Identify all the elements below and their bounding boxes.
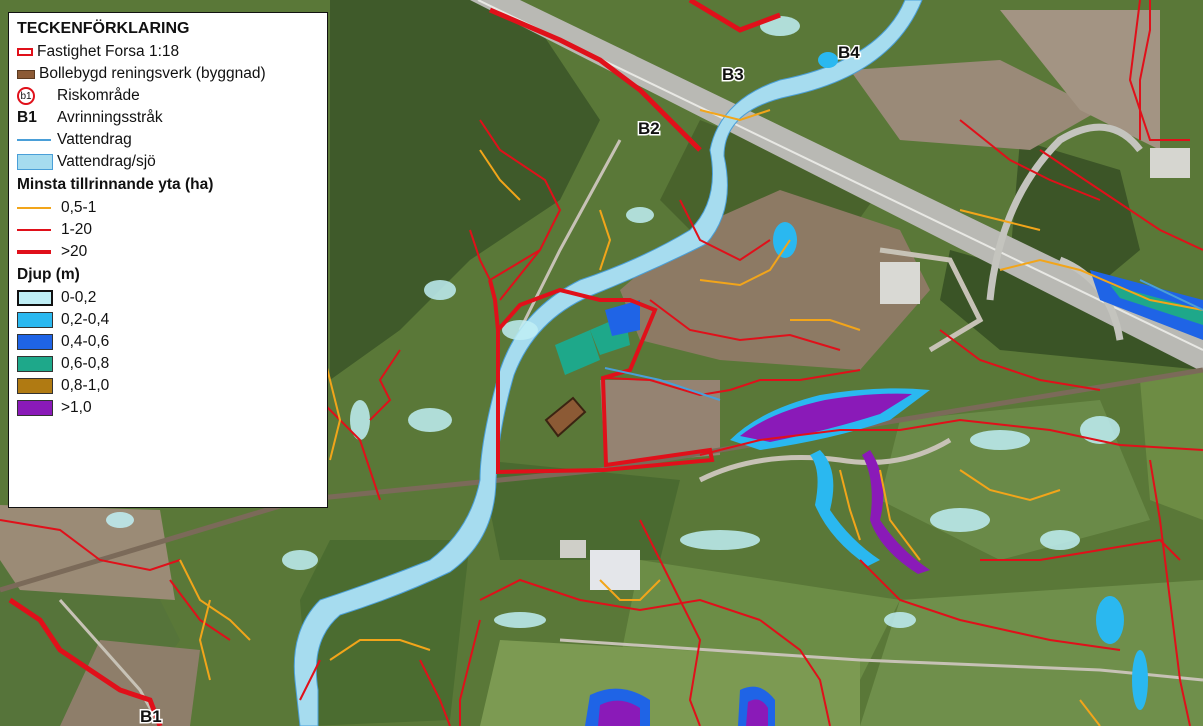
legend-item-water-area: Vattendrag/sjö <box>17 151 327 173</box>
forest-area <box>330 0 600 380</box>
motorway <box>470 0 1203 372</box>
drainage-label-b3: B3 <box>722 65 744 84</box>
depth-area-0.4-0.6 <box>605 300 640 336</box>
road <box>698 437 952 483</box>
orange-line-icon <box>17 207 51 209</box>
red-thick-line-icon <box>17 250 51 254</box>
field-area <box>1000 10 1160 150</box>
property-outline-icon <box>17 48 33 56</box>
treatment-plant-building <box>544 396 587 438</box>
road <box>559 638 1203 682</box>
forest-area <box>300 540 470 726</box>
watercourse-line <box>604 279 1203 401</box>
drainage-label-b2: B2 <box>638 119 660 138</box>
legend-item-label: >20 <box>61 243 88 260</box>
legend-item-label: Vattendrag <box>57 131 132 148</box>
legend-item-label: Vattendrag/sjö <box>57 153 156 170</box>
depth-area-0.2-0.4 <box>773 222 797 258</box>
water-area-icon <box>17 154 53 170</box>
legend-item-depth: 0,2-0,4 <box>17 309 327 331</box>
depth-area-over-1.0 <box>746 699 768 726</box>
forest-area <box>480 460 680 560</box>
legend-item-area-0.5-1: 0,5-1 <box>17 197 327 219</box>
road <box>518 139 622 331</box>
property-boundary-forsa-1-18 <box>488 279 500 331</box>
depth-area-over-1.0 <box>598 700 640 726</box>
field-area <box>850 60 1100 150</box>
legend-title: TECKENFÖRKLARING <box>17 20 190 37</box>
building <box>1150 148 1190 178</box>
depth-swatch-icon <box>17 334 53 350</box>
legend-item-label: 0,8-1,0 <box>61 377 110 394</box>
legend-item-label: >1,0 <box>61 399 92 416</box>
legend-item-area-over-20: >20 <box>17 241 327 263</box>
legend-item-property: Fastighet Forsa 1:18 <box>17 41 327 63</box>
river <box>293 0 923 726</box>
legend-item-depth: 0-0,2 <box>17 287 327 309</box>
depth-area-0.2-0.4 <box>1132 650 1148 710</box>
legend-item-label: 0,6-0,8 <box>61 355 110 372</box>
legend-item-label: 1-20 <box>61 221 93 238</box>
property-boundary-forsa-1-18 <box>496 287 715 475</box>
field-area <box>860 580 1203 726</box>
legend-panel: TECKENFÖRKLARING Fastighet Forsa 1:18 Bo… <box>8 12 328 508</box>
legend-item-drainage: B1 Avrinningsstråk <box>17 107 327 129</box>
drainage-path-0.5-1ha <box>179 109 1203 726</box>
legend-item-area-1-20: 1-20 <box>17 219 327 241</box>
building <box>590 550 640 590</box>
legend-item-label: 0,2-0,4 <box>61 311 110 328</box>
legend-item-label: Fastighet Forsa 1:18 <box>37 43 180 60</box>
depth-area-0.2-0.4 <box>1096 596 1124 644</box>
forest-area <box>940 250 1203 370</box>
building-icon <box>17 69 35 79</box>
depth-swatch-icon <box>17 356 53 372</box>
drainage-path-over-20ha <box>8 0 781 726</box>
depth-area-over-1.0 <box>740 393 912 442</box>
legend-item-depth: 0,6-0,8 <box>17 353 327 375</box>
legend-item-depth: 0,4-0,6 <box>17 331 327 353</box>
depth-area-0.2-0.4 <box>810 450 880 566</box>
building <box>560 540 586 558</box>
legend-item-label: 0,5-1 <box>61 199 97 216</box>
legend-item-label: 0-0,2 <box>61 289 97 306</box>
legend-item-depth: 0,8-1,0 <box>17 375 327 397</box>
depth-swatch-icon <box>17 378 53 394</box>
field-area <box>60 640 200 726</box>
drainage-label-b4: B4 <box>838 43 860 62</box>
risk-circle-icon: b1 <box>17 87 35 105</box>
legend-item-building: Bollebygd reningsverk (byggnad) <box>17 63 327 85</box>
depth-swatch-icon <box>17 312 53 328</box>
legend-item-label: Riskområde <box>57 87 140 104</box>
legend-item-label: Bollebygd reningsverk (byggnad) <box>39 65 266 82</box>
legend-heading-min-area: Minsta tillrinnande yta (ha) <box>17 176 214 193</box>
drainage-label-b1: B1 <box>140 707 162 726</box>
legend-heading-depth: Djup (m) <box>17 266 80 283</box>
ramp <box>986 123 1143 301</box>
legend-item-label: 0,4-0,6 <box>61 333 110 350</box>
depth-area-0.2-0.4 <box>818 52 838 68</box>
depth-area-0-0.2 <box>106 16 1120 628</box>
legend-item-depth: >1,0 <box>17 397 327 419</box>
depth-area-0.6-0.8 <box>555 330 600 375</box>
red-thin-line-icon <box>17 229 51 231</box>
field-area <box>600 380 720 465</box>
depth-area-0.6-0.8 <box>1110 285 1203 325</box>
field-area <box>1140 370 1203 520</box>
depth-swatch-icon <box>17 400 53 416</box>
legend-item-watercourse: Vattendrag <box>17 129 327 151</box>
legend-item-label: Avrinningsstråk <box>57 109 163 126</box>
road <box>879 247 984 353</box>
field-area <box>0 505 175 600</box>
legend-item-risk-area: b1 Riskområde <box>17 85 327 107</box>
depth-area-over-1.0 <box>862 450 930 574</box>
depth-swatch-icon <box>17 290 53 306</box>
drainage-label-icon: B1 <box>17 109 37 126</box>
watercourse-line-icon <box>17 139 51 141</box>
building <box>880 262 920 304</box>
